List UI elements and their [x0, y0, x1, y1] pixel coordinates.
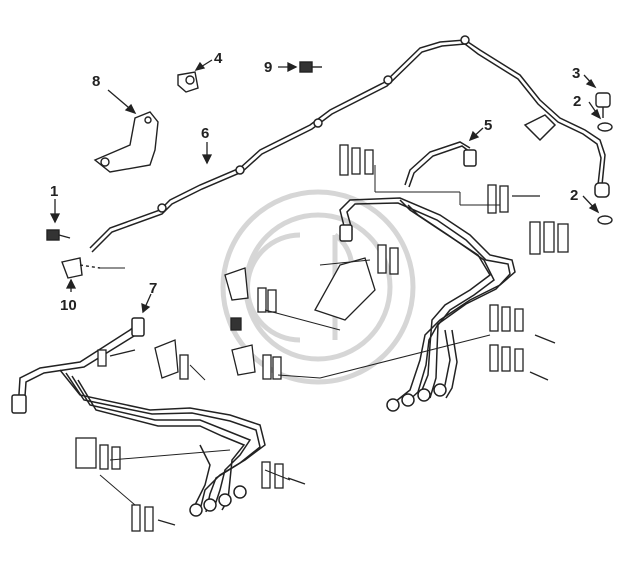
part-bracket-set-center — [224, 244, 556, 381]
part-bracket-set-left — [75, 339, 306, 532]
callout-labels: 1 2 2 3 4 5 6 7 8 9 10 — [50, 50, 581, 314]
assembly-guide-lines — [99, 165, 500, 506]
part-bracket-set-upper — [339, 144, 569, 255]
callout-5: 5 — [484, 117, 492, 134]
part-injection-line-bundle-right — [339, 197, 516, 412]
part-washer-upper — [597, 122, 613, 132]
part-bolt-1 — [46, 229, 71, 241]
part-injection-line-bundle-left — [11, 317, 266, 517]
callout-3: 3 — [572, 65, 580, 82]
part-bracket-plate — [93, 111, 159, 173]
callout-2-lower: 2 — [570, 187, 578, 204]
callout-6: 6 — [201, 125, 209, 142]
callout-7: 7 — [149, 280, 157, 297]
part-clamp — [177, 71, 199, 93]
part-bolt-9 — [299, 61, 322, 73]
part-injection-line-5 — [404, 141, 477, 188]
part-washer-lower — [597, 215, 613, 225]
part-return-line — [89, 35, 610, 253]
part-banjo-bolt — [595, 92, 611, 118]
callout-1: 1 — [50, 183, 58, 200]
part-clip — [61, 257, 101, 279]
callout-10: 10 — [60, 297, 77, 314]
callout-8: 8 — [92, 73, 100, 90]
callout-2-upper: 2 — [573, 93, 581, 110]
callout-4: 4 — [214, 50, 223, 67]
leader-arrows — [49, 59, 602, 314]
callout-9: 9 — [264, 59, 272, 76]
